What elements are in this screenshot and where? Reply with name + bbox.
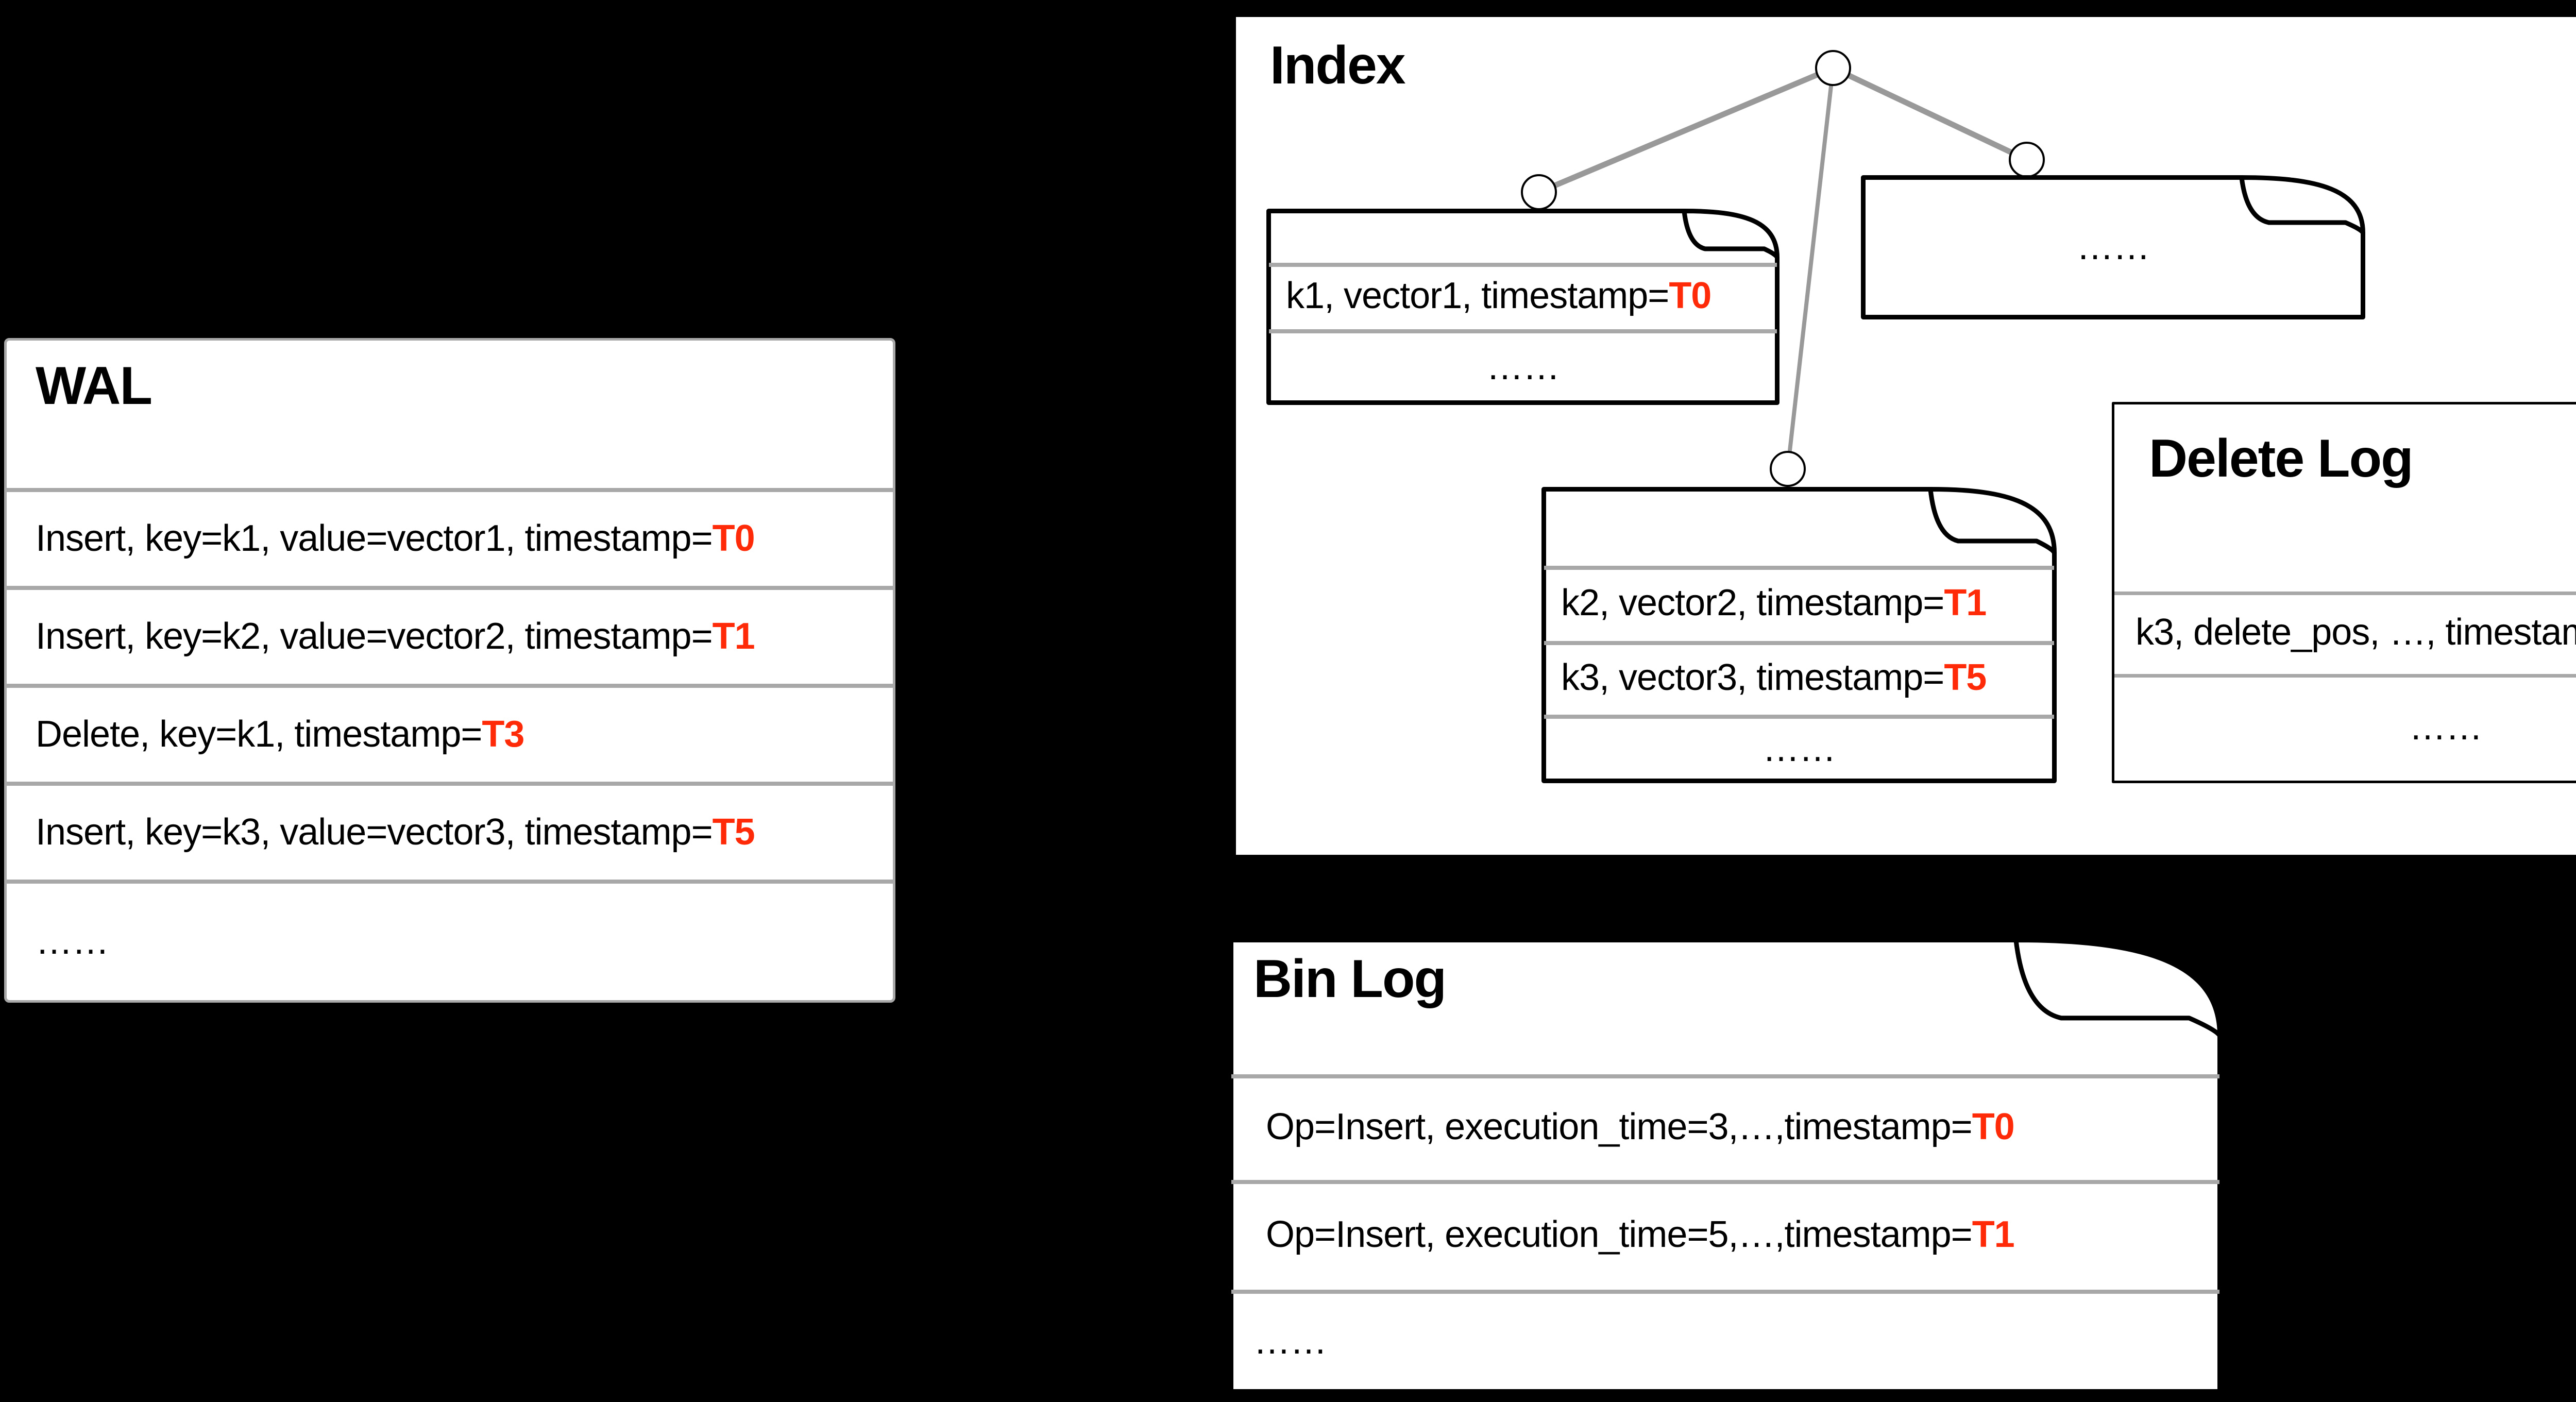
wal-row-insert-k1: Insert, key=k1, value=vector1, timestamp…	[7, 488, 893, 586]
tree-node-root-icon	[1815, 50, 1851, 86]
folded-corner-icon	[2013, 938, 2222, 1038]
folded-corner-icon	[1682, 209, 1780, 260]
document-outline	[1861, 175, 2365, 319]
log-row: ……	[1541, 715, 2057, 783]
timestamp-badge: T1	[712, 616, 755, 657]
log-entry-text: Op=Insert, execution_time=5,…,timestamp=	[1266, 1213, 1973, 1255]
log-entry-text: Insert, key=k3, value=vector3, timestamp…	[36, 812, 713, 853]
divider	[1269, 263, 1777, 267]
log-row: ……	[2112, 674, 2576, 781]
wal-header: WAL	[7, 341, 893, 488]
log-row: k2, vector2, timestamp=T1	[1541, 566, 2057, 641]
index-segment-doc-1: k1, vector1, timestamp=T0 ……	[1266, 209, 1780, 405]
wal-table: WAL Insert, key=k1, value=vector1, times…	[4, 338, 895, 1003]
tree-node-left-icon	[1521, 174, 1557, 210]
log-row: ……	[1229, 1290, 2222, 1394]
divider	[1544, 566, 2054, 570]
timestamp-badge: T1	[1944, 582, 1987, 624]
log-row: k1, vector1, timestamp=T0	[1266, 263, 1780, 329]
document-outline	[1229, 938, 2222, 1394]
divider	[1544, 641, 2054, 645]
timestamp-badge: T0	[1972, 1106, 2015, 1147]
ellipsis-text: ……	[2409, 706, 2483, 748]
ellipsis-text: ……	[2076, 226, 2150, 268]
timestamp-badge: T5	[1944, 656, 1987, 698]
ellipsis-text: ……	[36, 921, 109, 962]
log-entry-text: k3, vector3, timestamp=	[1561, 656, 1944, 698]
divider	[1231, 1074, 2219, 1078]
tree-edge-right	[1832, 65, 2028, 162]
ellipsis-text: ……	[1253, 1321, 1327, 1362]
wal-title: WAL	[36, 356, 152, 416]
timestamp-badge: T0	[1669, 275, 1711, 316]
folded-corner-icon	[1928, 487, 2057, 555]
tree-node-right-icon	[2009, 142, 2045, 178]
log-entry-text: Insert, key=k1, value=vector1, timestamp…	[36, 518, 713, 560]
log-row: k3, vector3, timestamp=T5	[1541, 641, 2057, 715]
log-row: Op=Insert, execution_time=5,…,timestamp=…	[1229, 1180, 2222, 1290]
wal-row-ellipsis: ……	[7, 880, 893, 1000]
log-row: Op=Insert, execution_time=3,…,timestamp=…	[1229, 1074, 2222, 1180]
log-entry-text: k1, vector1, timestamp=	[1286, 275, 1669, 316]
wal-row-delete-k1: Delete, key=k1, timestamp=T3	[7, 684, 893, 782]
tree-node-middle-icon	[1770, 451, 1806, 487]
timestamp-badge: T0	[712, 518, 755, 560]
divider	[1231, 1180, 2219, 1184]
log-entry-text: k3, delete_pos, …, timestamp=	[2136, 612, 2576, 653]
index-tree-graph	[1521, 50, 2045, 487]
tree-edge-middle	[1786, 67, 1835, 469]
bin-log-title: Bin Log	[1253, 949, 1447, 1009]
tree-edge-left	[1537, 65, 1835, 195]
log-row: ……	[1266, 329, 1780, 405]
delete-log-title: Delete Log	[2149, 429, 2414, 488]
index-segment-doc-2: ……	[1861, 175, 2365, 319]
log-entry-text: Op=Insert, execution_time=3,…,timestamp=	[1266, 1106, 1973, 1147]
index-title: Index	[1270, 36, 1406, 95]
delete-log-doc: Delete Log k3, delete_pos, …, timestamp=…	[2112, 402, 2576, 783]
ellipsis-text: ……	[1486, 346, 1560, 387]
timestamp-badge: T5	[712, 812, 755, 853]
wal-row-insert-k3: Insert, key=k3, value=vector3, timestamp…	[7, 782, 893, 880]
folded-corner-icon	[2239, 175, 2365, 235]
log-entry-text: Delete, key=k1, timestamp=	[36, 714, 482, 755]
log-row: ……	[1861, 175, 2365, 319]
divider	[2114, 674, 2576, 678]
ellipsis-text: ……	[1762, 728, 1836, 769]
index-segment-doc-3: k2, vector2, timestamp=T1 k3, vector3, t…	[1541, 487, 2057, 783]
document-outline	[1541, 487, 2057, 783]
timestamp-badge: T1	[1972, 1213, 2015, 1255]
index-panel: Index k1, vector1, timestamp=T0 ……	[1232, 13, 2576, 858]
log-entry-text: k2, vector2, timestamp=	[1561, 582, 1944, 624]
divider	[2114, 592, 2576, 595]
log-entry-text: Insert, key=k2, value=vector2, timestamp…	[36, 616, 713, 657]
timestamp-badge: T3	[482, 714, 524, 755]
divider	[1231, 1290, 2219, 1294]
bin-log-doc: Bin Log Op=Insert, execution_time=3,…,ti…	[1229, 938, 2222, 1394]
document-outline	[1266, 209, 1780, 405]
divider	[1544, 715, 2054, 719]
log-row: k3, delete_pos, …, timestamp=T3	[2112, 592, 2576, 674]
wal-row-insert-k2: Insert, key=k2, value=vector2, timestamp…	[7, 586, 893, 684]
divider	[1269, 329, 1777, 333]
